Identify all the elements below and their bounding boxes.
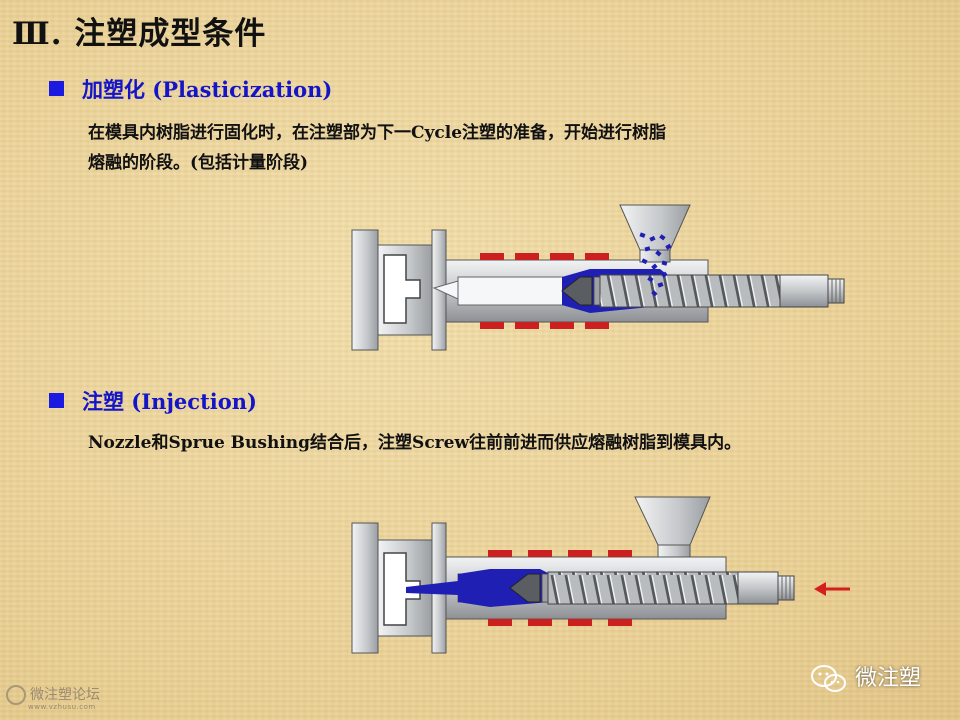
nozzle	[432, 280, 459, 300]
hopper-icon	[634, 496, 711, 558]
section-description-plasticization: 在模具内树脂进行固化时，在注塑部为下一Cycle注塑的准备，开始进行树脂 熔融的…	[88, 118, 928, 178]
description-line: 在模具内树脂进行固化时，在注塑部为下一Cycle注塑的准备，开始进行树脂	[88, 123, 667, 143]
bullet-square-icon	[49, 81, 64, 96]
screw-icon	[599, 274, 811, 308]
description-line: 熔融的阶段。(包括计量阶段)	[88, 153, 309, 173]
plasticization-diagram	[351, 204, 845, 351]
screw-tip	[561, 276, 593, 306]
section-heading-injection: 注塑 (Injection)	[82, 389, 257, 414]
resin-pellets	[639, 232, 672, 297]
heater-band-icon	[480, 253, 609, 329]
screw-icon	[547, 571, 739, 605]
section-description-injection: Nozzle和Sprue Bushing结合后，注塑Screw往前前进而供应熔融…	[88, 433, 742, 453]
arrow-left-icon	[814, 582, 850, 596]
injection-diagram	[351, 496, 850, 654]
wechat-watermark: 微注塑	[810, 660, 921, 694]
forum-logo-icon	[6, 685, 26, 705]
heater-band-icon	[488, 550, 632, 626]
wechat-icon	[811, 665, 846, 692]
resin-flow	[406, 581, 458, 595]
hopper-icon	[619, 204, 691, 263]
page-title: Ⅲ. 注塑成型条件	[12, 16, 267, 52]
screw-tip	[509, 573, 541, 603]
forum-name: 微注塑论坛	[30, 687, 100, 703]
bullet-square-icon	[49, 393, 64, 408]
wechat-name: 微注塑	[855, 666, 922, 691]
forum-watermark: 微注塑论坛 www.vzhusu.com	[6, 684, 100, 711]
section-heading-plasticization: 加塑化 (Plasticization)	[82, 77, 333, 102]
forum-url: www.vzhusu.com	[28, 703, 96, 711]
mold-icon	[351, 229, 447, 351]
